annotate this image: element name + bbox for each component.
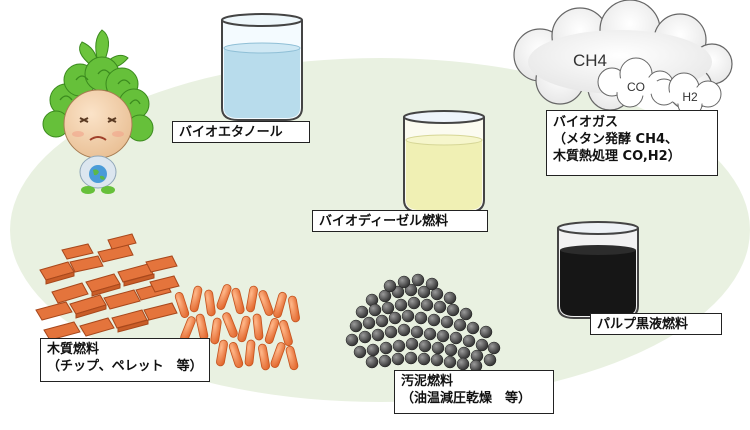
gas-h2-label: H2	[682, 90, 698, 104]
biodiesel-glass	[403, 110, 485, 213]
bioethanol-glass	[221, 13, 303, 121]
biogas-label-detail-1: （メタン発酵 CH4、	[553, 132, 678, 147]
biogas-label-title: バイオガス	[553, 115, 619, 130]
wood-chip-pile	[35, 233, 180, 341]
bioethanol-label: バイオエタノール	[172, 121, 310, 143]
black-liquor-label-text: パルプ黒液燃料	[597, 317, 689, 332]
sludge-pile	[345, 273, 501, 373]
biogas-cloud: CH4 CO H2	[513, 0, 733, 117]
black-liquor-label: パルプ黒液燃料	[590, 313, 722, 335]
sludge-fuel-label-title: 汚泥燃料	[401, 374, 454, 389]
biodiesel-label-text: バイオディーゼル燃料	[319, 214, 449, 229]
gas-ch4-label: CH4	[573, 51, 607, 70]
wood-fuel-label: 木質燃料 （チップ、ペレット 等）	[40, 338, 210, 382]
biogas-label-detail-2: 木質熱処理 CO,H2）	[553, 149, 681, 164]
wood-fuel-label-title: 木質燃料	[47, 342, 100, 357]
sludge-fuel-label-detail: （油温減圧乾燥 等）	[401, 391, 532, 406]
wood-fuel-label-detail: （チップ、ペレット 等）	[47, 359, 203, 374]
sprout-character-icon	[42, 29, 154, 194]
black-liquor-glass	[557, 221, 639, 319]
biogas-label: バイオガス （メタン発酵 CH4、 木質熱処理 CO,H2）	[546, 110, 718, 176]
gas-co-label: CO	[627, 80, 645, 94]
biodiesel-label: バイオディーゼル燃料	[312, 210, 488, 232]
bioethanol-label-text: バイオエタノール	[179, 125, 283, 140]
pellet-pile	[174, 284, 300, 371]
sludge-fuel-label: 汚泥燃料 （油温減圧乾燥 等）	[394, 370, 554, 414]
